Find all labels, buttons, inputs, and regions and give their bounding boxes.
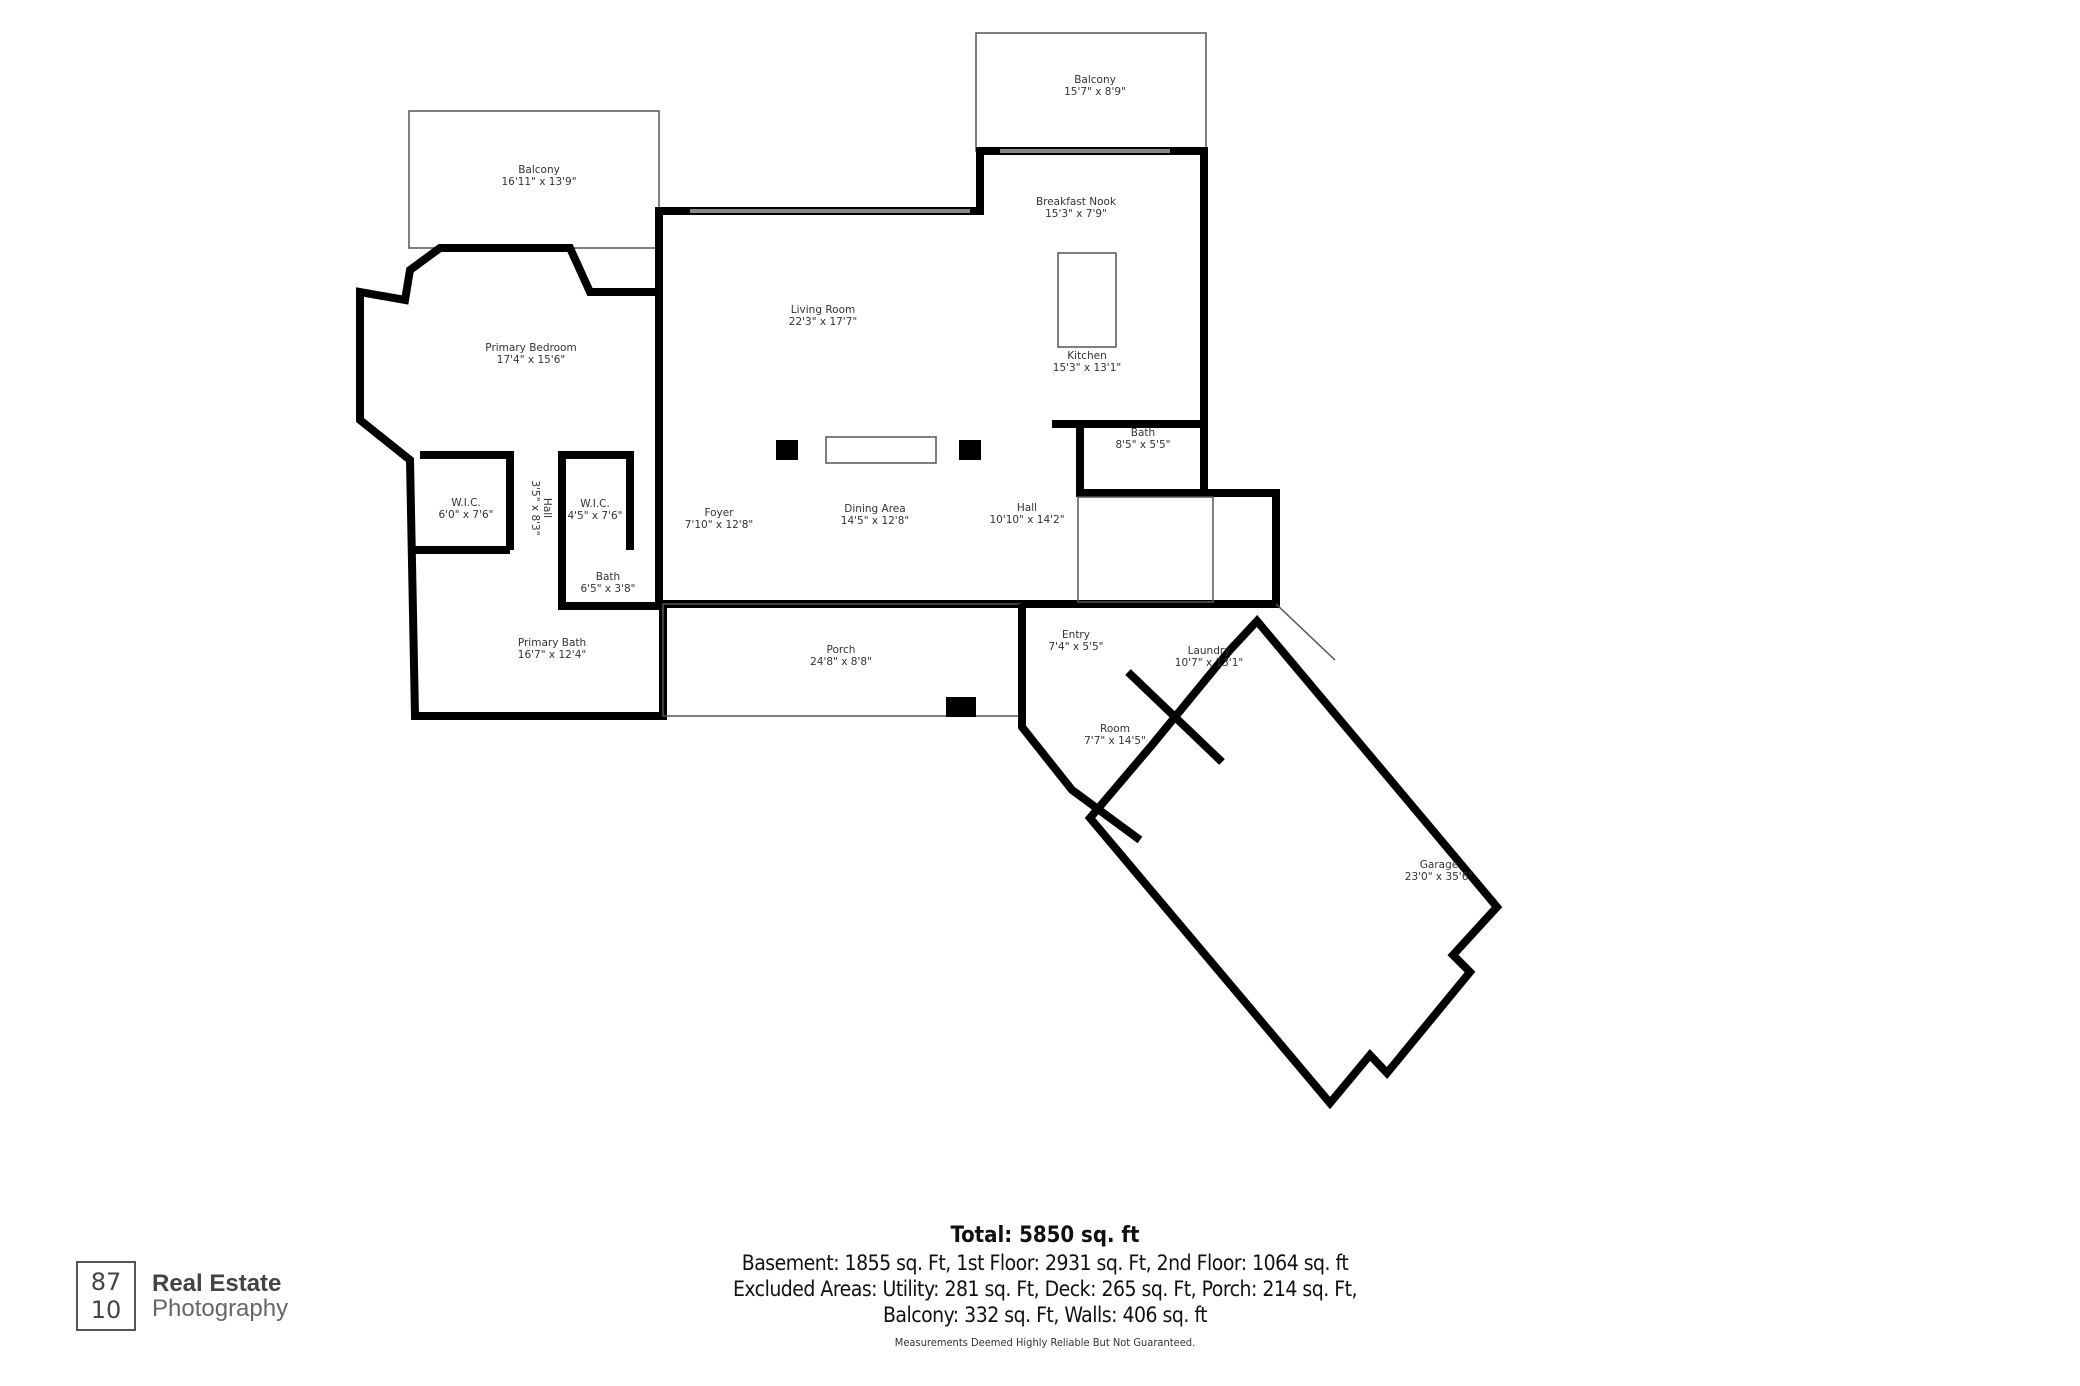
room-dims: 7'4" x 5'5" — [1048, 641, 1103, 653]
laundry-window — [1275, 603, 1336, 661]
room-name: W.I.C. — [451, 497, 481, 509]
room-name: Hall — [541, 498, 553, 518]
column — [776, 440, 798, 460]
room-name: Balcony — [1074, 74, 1116, 86]
room-name: Dining Area — [844, 503, 905, 515]
room-name: Breakfast Nook — [1036, 196, 1117, 208]
area-summary: Total: 5850 sq. ft Basement: 1855 sq. Ft… — [560, 1222, 1530, 1349]
room-name: Room — [1100, 723, 1130, 735]
room-name: Hall — [1017, 502, 1037, 514]
room-name: Foyer — [704, 507, 734, 519]
room-name: Living Room — [791, 304, 855, 316]
bath-wall — [1076, 424, 1204, 497]
house-exterior-wall — [655, 147, 1280, 608]
excluded-areas: Excluded Areas: Utility: 281 sq. Ft, Dec… — [732, 1277, 1358, 1301]
room-labels: Balcony 16'11" x 13'9" Balcony 15'7" x 8… — [438, 74, 1473, 883]
room-name: Entry — [1062, 629, 1090, 641]
room-name: Bath — [596, 571, 620, 583]
room-dims: 17'4" x 15'6" — [497, 354, 565, 366]
room-dims: 22'3" x 17'7" — [789, 316, 857, 328]
wic-left-wall — [420, 451, 514, 550]
room-dims: 14'5" x 12'8" — [841, 515, 909, 527]
room-dims: 4'5" x 7'6" — [567, 510, 622, 522]
room-dims: 15'7" x 8'9" — [1064, 86, 1126, 98]
room-name: Primary Bath — [518, 637, 586, 649]
logo-number-bottom: 10 — [90, 1296, 122, 1324]
logo-number-top: 87 — [90, 1268, 122, 1296]
room-name: Bath — [1131, 427, 1155, 439]
room-dims: 15'3" x 13'1" — [1053, 362, 1121, 374]
room-name: Kitchen — [1067, 350, 1106, 362]
total-area: Total: 5850 sq. ft — [950, 1223, 1140, 1248]
kitchen-island — [1057, 252, 1117, 348]
room-dims: 15'3" x 7'9" — [1045, 208, 1107, 220]
room-dims: 3'5" x 8'3" — [529, 480, 541, 535]
logo-mark: 87 10 — [76, 1261, 136, 1331]
bedroom-wing-wall — [356, 244, 667, 720]
disclaimer: Measurements Deemed Highly Reliable But … — [894, 1336, 1196, 1349]
room-dims: 6'5" x 3'8" — [580, 583, 635, 595]
room-dims: 24'8" x 8'8" — [810, 656, 872, 668]
wall — [558, 550, 659, 610]
room-name: Balcony — [518, 164, 560, 176]
room-dims: 16'11" x 13'9" — [501, 176, 576, 188]
logo-line1: Real Estate — [152, 1270, 282, 1297]
room-name: Porch — [827, 644, 856, 656]
room-name: W.I.C. — [580, 498, 610, 510]
dining-table — [825, 436, 937, 464]
room-dims: 10'7" x 13'1" — [1175, 657, 1243, 669]
room-dims: 7'7" x 14'5" — [1084, 735, 1146, 747]
room-name: Laundry — [1188, 645, 1231, 657]
wic-right-wall — [558, 451, 634, 550]
logo-wordmark: Real Estate Photography — [152, 1271, 288, 1321]
garage-wall — [1084, 614, 1503, 1110]
room-dims: 16'7" x 12'4" — [518, 649, 586, 661]
room-name: Garage — [1420, 859, 1458, 871]
room-dims: 23'0" x 35'6" — [1405, 871, 1473, 883]
logo-line2: Photography — [152, 1295, 289, 1322]
staircase — [1077, 496, 1214, 603]
room-dims: 7'10" x 12'8" — [685, 519, 753, 531]
room-dims: 6'0" x 7'6" — [438, 509, 493, 521]
column — [946, 697, 976, 717]
excluded-areas-continued: Balcony: 332 sq. Ft, Walls: 406 sq. ft — [882, 1303, 1208, 1327]
column — [959, 440, 981, 460]
room-dims: 8'5" x 5'5" — [1115, 439, 1170, 451]
entry-laundry-wall — [1018, 604, 1143, 844]
room-dims: 10'10" x 14'2" — [989, 514, 1064, 526]
floor-areas: Basement: 1855 sq. Ft, 1st Floor: 2931 s… — [741, 1251, 1349, 1275]
room-name: Primary Bedroom — [485, 342, 576, 354]
